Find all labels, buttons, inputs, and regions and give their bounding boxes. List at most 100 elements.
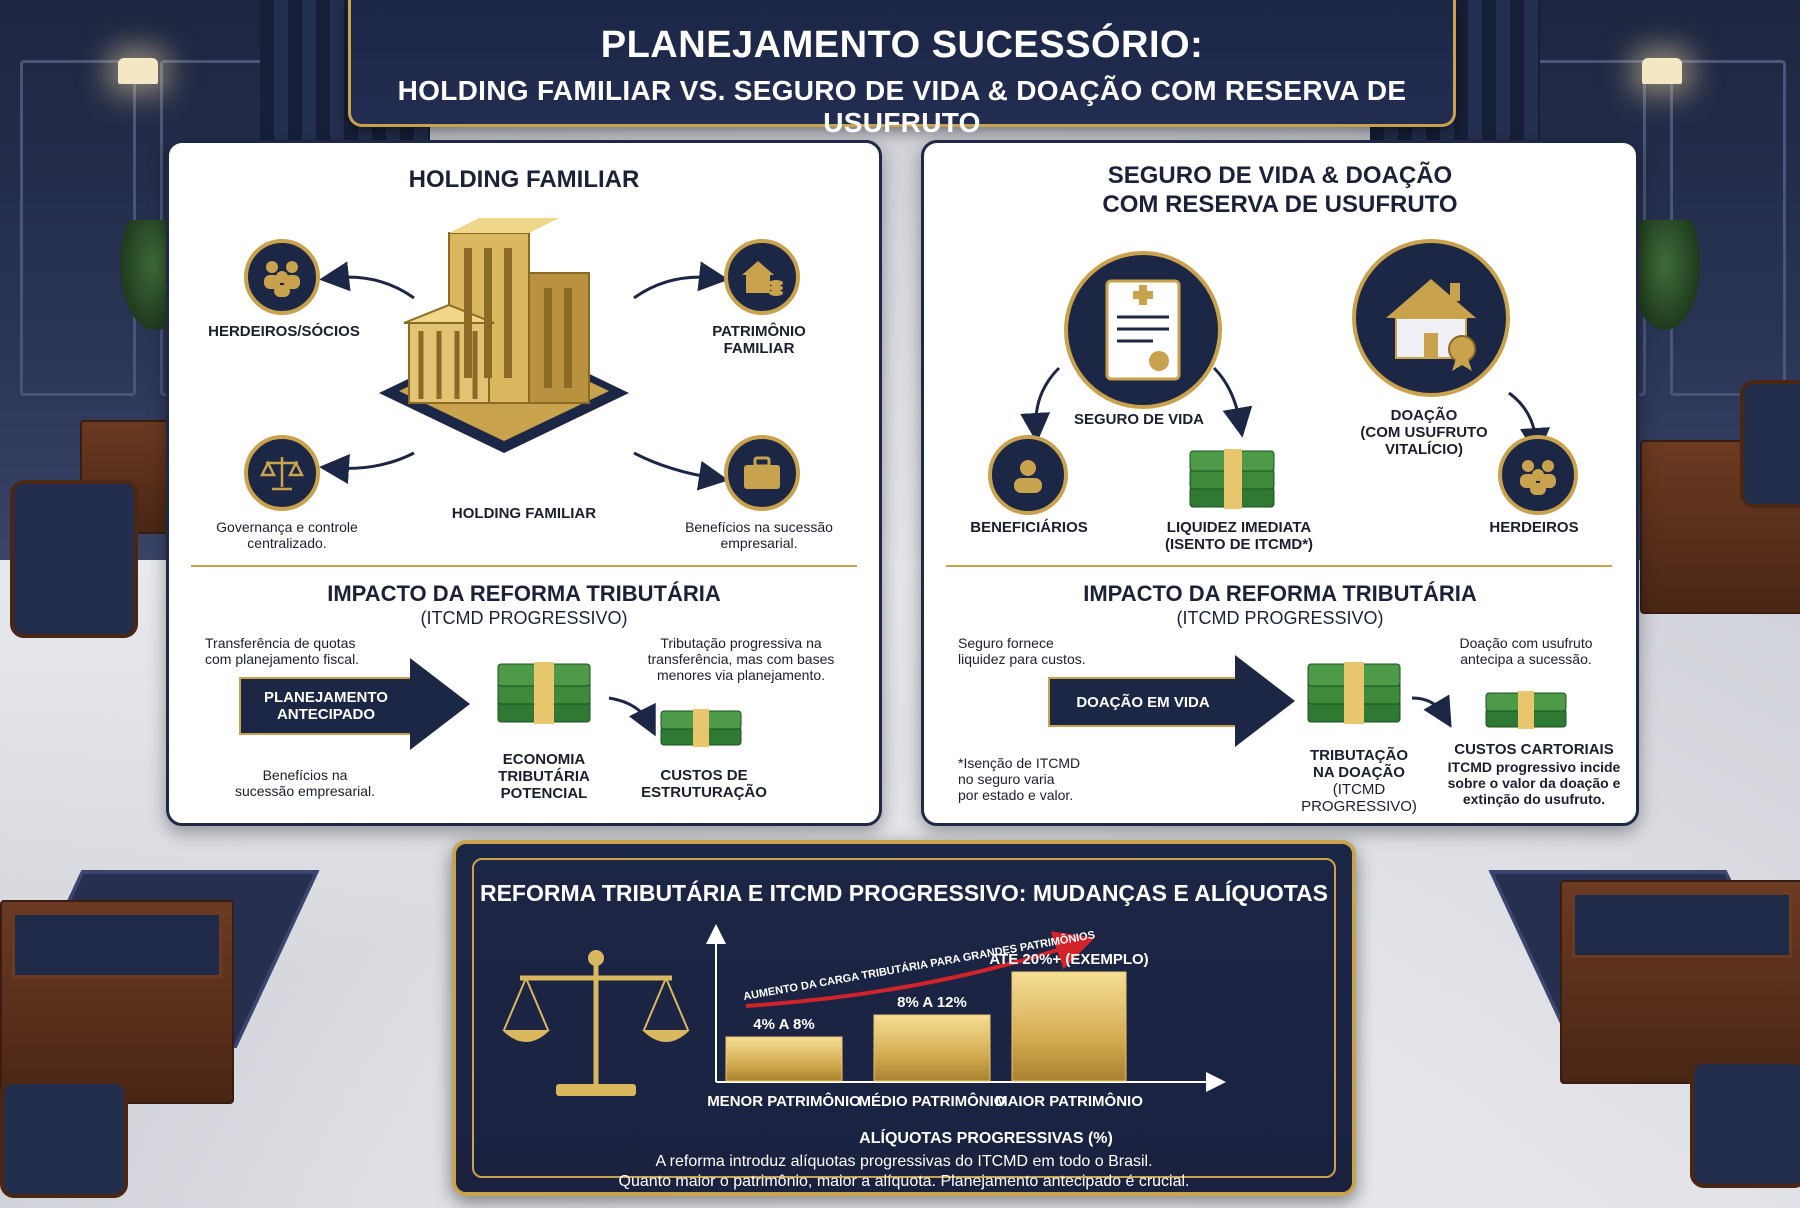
scales-icon (244, 435, 320, 511)
itcmd-exemption-line1: *Isenção de ITCMD (958, 755, 1081, 771)
insurance-liquidity-note-line1: Seguro fornece (958, 635, 1054, 651)
family-assets-label-line2: FAMILIAR (723, 340, 795, 357)
quota-transfer-text-line1: Transferência de quotas (205, 635, 356, 651)
tax-savings-line3: POTENCIAL (500, 785, 588, 802)
itcmd-exemption-line2: no seguro varia (958, 771, 1055, 787)
card-title: SEGURO DE VIDA & DOAÇÃO COM RESERVA DE U… (924, 161, 1636, 219)
category-label-2: MÉDIO PATRIMÔNIO (859, 1092, 1006, 1110)
section-divider (191, 565, 857, 567)
insurance-policy-icon (1064, 251, 1222, 409)
tax-savings-line2: TRIBUTÁRIA (498, 768, 590, 785)
donation-note-line1: Doação com usufruto (1459, 635, 1593, 651)
justice-scales-icon (502, 950, 690, 1096)
house-donation-icon (1352, 239, 1510, 397)
business-benefits-bottom-line2: sucessão empresarial. (234, 783, 376, 799)
notary-money-icon (1485, 691, 1567, 729)
desk-right (1560, 880, 1800, 1084)
section-divider (946, 565, 1612, 567)
arrow-head (410, 658, 470, 750)
bar-2 (873, 1014, 991, 1082)
family-assets-label: PATRIMÔNIO FAMILIAR (679, 323, 839, 357)
bar-3 (1011, 971, 1127, 1082)
structuring-costs-line1: CUSTOS DE (660, 767, 748, 784)
holding-familiar-card: HOLDING FAMILIAR HERDEIROS/SÓCIOS PATRIM… (166, 140, 882, 826)
plant-right (1630, 220, 1700, 330)
wall-lamp-left (118, 58, 158, 84)
page-title: PLANEJAMENTO SUCESSÓRIO: (600, 24, 1204, 66)
quota-transfer-text-line2: com planejamento fiscal. (205, 651, 360, 667)
family-assets-icon (724, 239, 800, 315)
business-benefits-text: Benefícios na sucessão empresarial. (659, 519, 859, 551)
governance-text: Governança e controle centralizado. (187, 519, 387, 551)
advance-planning-arrow: PLANEJAMENTO ANTECIPADO (239, 677, 413, 735)
notary-costs-text-line2: sobre o valor da doação e (1447, 775, 1621, 791)
flow-arrows (319, 261, 729, 737)
bar-1 (725, 1036, 843, 1082)
business-benefits-text-line1: Benefícios na sucessão (685, 519, 833, 535)
x-axis-title: ALÍQUOTAS PROGRESSIVAS (%) (859, 1130, 1113, 1147)
insurance-label: SEGURO DE VIDA (1073, 411, 1205, 428)
card-title: HOLDING FAMILIAR (408, 166, 640, 193)
heirs-label: HERDEIROS/SÓCIOS (208, 323, 360, 340)
wall-lamp-right (1642, 58, 1682, 84)
page-subtitle: HOLDING FAMILIAR VS. SEGURO DE VIDA & DO… (397, 75, 1407, 138)
itcmd-bar-chart: AUMENTO DA CARGA TRIBUTÁRIA PARA GRANDES… (706, 924, 1226, 1110)
tax-savings-label: ECONOMIA TRIBUTÁRIA POTENCIAL (469, 751, 619, 802)
donation-label-line3: VITALÍCIO) (1384, 441, 1464, 458)
arrow-head (1235, 655, 1295, 747)
reform-panel-inner-frame (472, 858, 1336, 1178)
desk-surface (1572, 892, 1792, 958)
reform-footer-line1: A reforma introduz alíquotas progressiva… (655, 1153, 1153, 1170)
holding-building-icon (379, 218, 629, 453)
structuring-costs-label: CUSTOS DE ESTRUTURAÇÃO (629, 767, 779, 801)
family-assets-label-line1: PATRIMÔNIO (712, 323, 806, 340)
notary-costs-text: ITCMD progressivo incide sobre o valor d… (1436, 759, 1632, 807)
governance-text-line1: Governança e controle (216, 519, 358, 535)
liquidity-label-line1: LIQUIDEZ IMEDIATA (1166, 519, 1312, 536)
business-benefits-text-line2: empresarial. (720, 535, 798, 551)
advance-planning-line1: PLANEJAMENTO (264, 689, 388, 706)
armchair-right (1740, 380, 1800, 508)
category-label-1: MENOR PATRIMÔNIO (707, 1092, 861, 1110)
business-benefits-bottom-line1: Benefícios na (262, 767, 348, 783)
reform-panel: REFORMA TRIBUTÁRIA E ITCMD PROGRESSIVO: … (452, 840, 1356, 1196)
progressive-tax-text-line3: menores via planejamento. (656, 667, 826, 683)
insurance-liquidity-note: Seguro fornece liquidez para custos. (958, 635, 1138, 667)
trend-arrow (745, 931, 1095, 1008)
progressive-tax-text-line2: transferência, mas com bases (647, 651, 835, 667)
donation-note-line2: antecipa a sucessão. (1460, 651, 1592, 667)
impact-subtitle: (ITCMD PROGRESSIVO) (1176, 608, 1384, 628)
donation-tax-line2: NA DOAÇÃO (1313, 764, 1405, 781)
donation-tax-line1: TRIBUTAÇÃO (1309, 747, 1409, 764)
bar-value-label-3: ATÉ 20%+ (EXEMPLO) (989, 951, 1148, 968)
liquidity-label-line2: (ISENTO DE ITCMD*) (1164, 536, 1314, 553)
business-benefits-bottom: Benefícios na sucessão empresarial. (205, 767, 405, 799)
tax-money-icon (1307, 662, 1401, 724)
chair-right-bottom (1690, 1060, 1800, 1188)
briefcase-icon (724, 435, 800, 511)
card-title-line1: SEGURO DE VIDA & DOAÇÃO (1107, 162, 1453, 189)
reform-footer-line2: Quanto maior o patrimônio, maior a alíqu… (618, 1173, 1190, 1190)
title-banner: PLANEJAMENTO SUCESSÓRIO: HOLDING FAMILIA… (348, 0, 1456, 138)
bar-value-label-1: 4% A 8% (753, 1016, 814, 1033)
reform-footer: A reforma introduz alíquotas progressiva… (456, 1152, 1352, 1192)
lifetime-donation-arrow: DOAÇÃO EM VIDA (1048, 677, 1238, 727)
donation-label: DOAÇÃO (COM USUFRUTO VITALÍCIO) (1339, 407, 1509, 458)
holding-center-label: HOLDING FAMILIAR (451, 505, 597, 522)
liquidity-label: LIQUIDEZ IMEDIATA (ISENTO DE ITCMD*) (1144, 519, 1334, 553)
desk-left (0, 900, 234, 1104)
category-label-3: MAIOR PATRIMÔNIO (995, 1092, 1143, 1110)
governance-text-line2: centralizado. (247, 535, 327, 551)
life-insurance-donation-card: SEGURO DE VIDA & DOAÇÃO COM RESERVA DE U… (921, 140, 1639, 826)
donation-label-line1: DOAÇÃO (1390, 407, 1458, 424)
impact-subtitle: (ITCMD PROGRESSIVO) (420, 608, 628, 628)
bar-value-label-2: 8% A 12% (897, 994, 967, 1011)
donation-tax-label: TRIBUTAÇÃO NA DOAÇÃO (ITCMD PROGRESSIVO) (1274, 747, 1444, 815)
small-money-icon (660, 709, 742, 747)
heirs-group-icon (1498, 435, 1578, 515)
impact-title: IMPACTO DA REFORMA TRIBUTÁRIA (327, 581, 721, 606)
donation-label-line2: (COM USUFRUTO (1360, 424, 1488, 441)
beneficiaries-label: BENEFICIÁRIOS (970, 519, 1088, 536)
desk-surface (12, 912, 222, 978)
advance-planning-line2: ANTECIPADO (276, 706, 376, 723)
